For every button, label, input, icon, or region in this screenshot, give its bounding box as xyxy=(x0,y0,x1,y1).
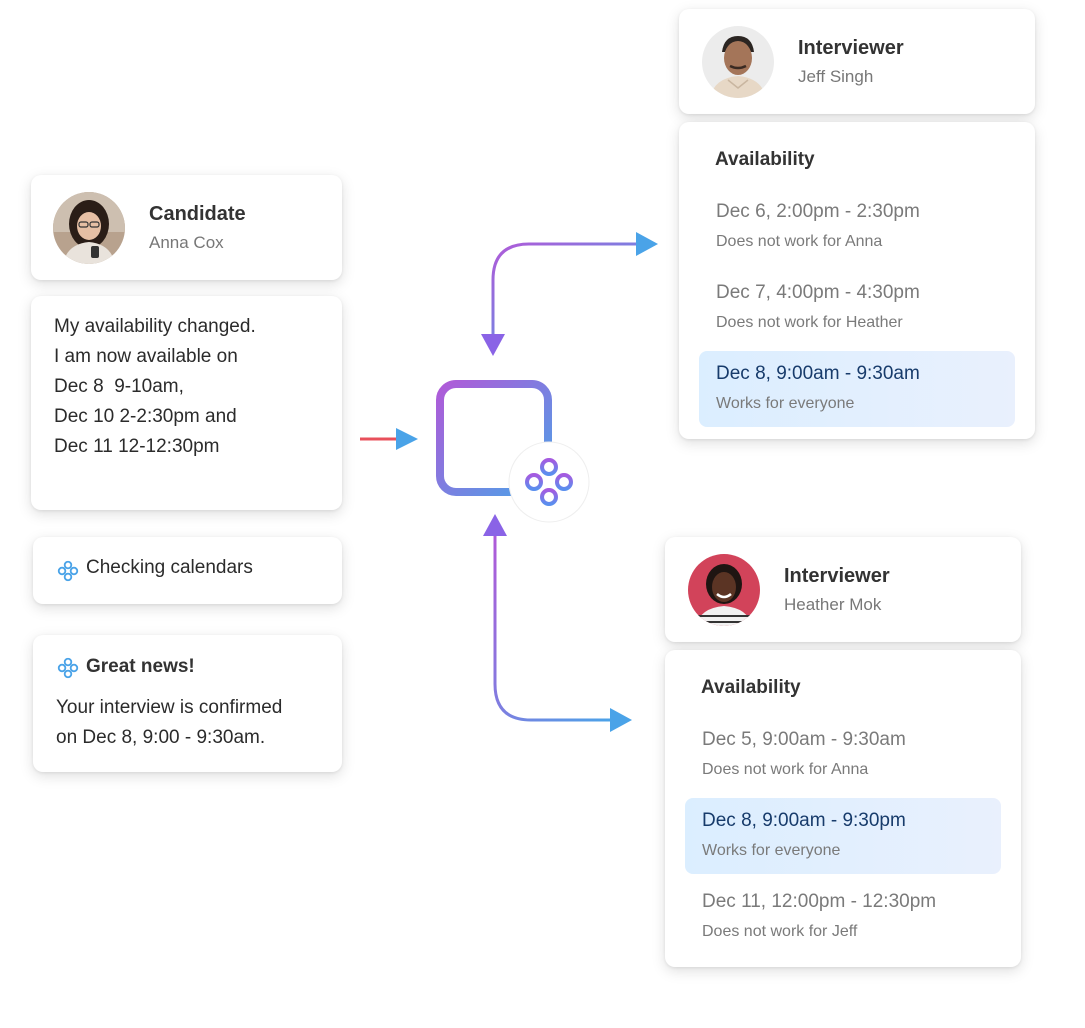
clover-logo-icon xyxy=(525,458,573,506)
great-news-body: Your interview is confirmed on Dec 8, 9:… xyxy=(56,693,282,753)
clover-logo-icon xyxy=(57,560,79,582)
interviewer-2-name: Heather Mok xyxy=(784,595,882,614)
availability-slot[interactable]: Dec 11, 12:00pm - 12:30pm Does not work … xyxy=(685,879,1001,955)
slot-time: Dec 8, 9:00am - 9:30pm xyxy=(702,810,906,831)
interviewer-1-header-card: Interviewer Jeff Singh xyxy=(679,9,1035,114)
slot-time: Dec 5, 9:00am - 9:30am xyxy=(702,729,906,750)
availability-slot-highlighted[interactable]: Dec 8, 9:00am - 9:30pm Works for everyon… xyxy=(685,798,1001,874)
clover-logo-icon xyxy=(57,657,79,679)
slot-time: Dec 8, 9:00am - 9:30am xyxy=(716,363,920,384)
message-line: Dec 10 2-2:30pm and xyxy=(54,406,237,427)
message-line: Dec 8 9-10am, xyxy=(54,376,184,397)
arrow-candidate-to-calendar xyxy=(360,428,418,450)
availability-title: Availability xyxy=(701,677,801,698)
avatar xyxy=(53,192,125,264)
interviewer-1-availability-card: Availability Dec 6, 2:00pm - 2:30pm Does… xyxy=(679,122,1035,439)
candidate-message-card: My availability changed. I am now availa… xyxy=(31,296,342,510)
interviewer-2-role: Interviewer xyxy=(784,565,890,587)
news-body-line: on Dec 8, 9:00 - 9:30am. xyxy=(56,727,266,748)
availability-slot[interactable]: Dec 6, 2:00pm - 2:30pm Does not work for… xyxy=(699,189,1015,265)
interviewer-2-header-card: Interviewer Heather Mok xyxy=(665,537,1021,642)
message-line: My availability changed. xyxy=(54,316,256,337)
slot-note: Does not work for Jeff xyxy=(702,923,858,940)
arrow-calendar-interviewer-1 xyxy=(481,232,658,356)
availability-slot[interactable]: Dec 7, 4:00pm - 4:30pm Does not work for… xyxy=(699,270,1015,346)
slot-note: Does not work for Anna xyxy=(702,761,869,778)
avatar xyxy=(702,26,774,98)
slot-note: Does not work for Anna xyxy=(716,233,883,250)
slot-note: Works for everyone xyxy=(702,842,841,859)
interviewer-1-role: Interviewer xyxy=(798,37,904,59)
slot-note: Does not work for Heather xyxy=(716,314,903,331)
candidate-role: Candidate xyxy=(149,203,246,225)
slot-time: Dec 11, 12:00pm - 12:30pm xyxy=(702,891,937,912)
interviewer-2-availability-card: Availability Dec 5, 9:00am - 9:30am Does… xyxy=(665,650,1021,967)
message-line: Dec 11 12-12:30pm xyxy=(54,436,220,457)
slot-note: Works for everyone xyxy=(716,395,855,412)
candidate-name: Anna Cox xyxy=(149,233,224,252)
great-news-card: Great news! Your interview is confirmed … xyxy=(33,635,342,772)
slot-time: Dec 6, 2:00pm - 2:30pm xyxy=(716,201,920,222)
interviewer-1-name: Jeff Singh xyxy=(798,67,874,86)
message-line: I am now available on xyxy=(54,346,238,367)
checking-calendars-card: Checking calendars xyxy=(33,537,342,604)
candidate-header-card: Candidate Anna Cox xyxy=(31,175,342,280)
availability-title: Availability xyxy=(715,149,815,170)
great-news-title: Great news! xyxy=(86,656,195,677)
news-body-line: Your interview is confirmed xyxy=(56,697,283,718)
slot-time: Dec 7, 4:00pm - 4:30pm xyxy=(716,282,920,303)
availability-slot-highlighted[interactable]: Dec 8, 9:00am - 9:30am Works for everyon… xyxy=(699,351,1015,427)
availability-slot[interactable]: Dec 5, 9:00am - 9:30am Does not work for… xyxy=(685,717,1001,793)
avatar xyxy=(688,554,760,626)
checking-calendars-text: Checking calendars xyxy=(86,557,253,578)
arrow-calendar-interviewer-2 xyxy=(483,514,632,732)
